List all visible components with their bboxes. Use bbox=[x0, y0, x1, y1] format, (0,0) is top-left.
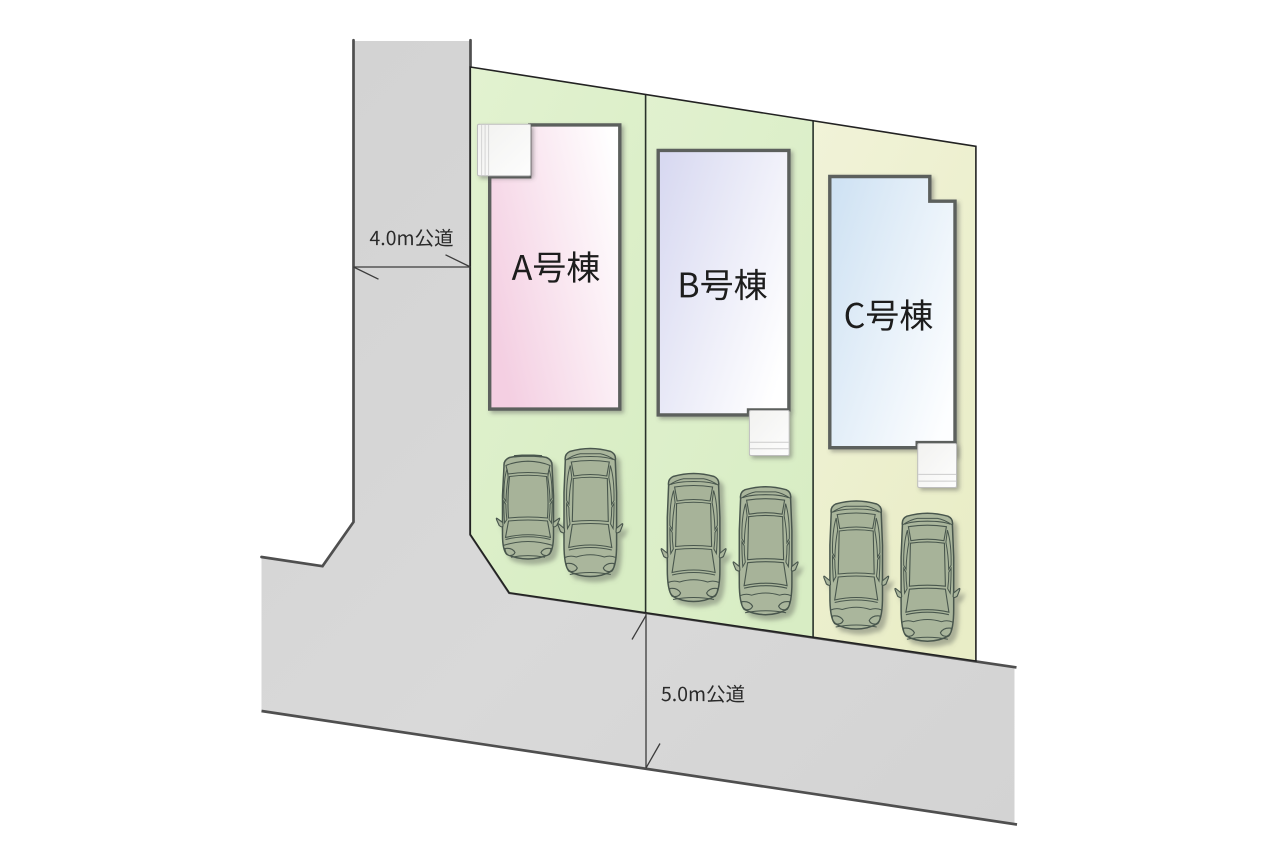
building-a-steps bbox=[477, 123, 531, 177]
car-lot-a-sedan bbox=[557, 447, 624, 578]
dimensions bbox=[353, 254, 661, 769]
road-4m-left-edge bbox=[260, 38, 355, 568]
steps-c bbox=[917, 443, 958, 488]
building-b[interactable]: B号棟 bbox=[656, 148, 791, 417]
car-lot-b-sedan-1 bbox=[660, 472, 727, 603]
dim-5m-tick-top bbox=[631, 615, 647, 640]
site-boundary bbox=[469, 66, 977, 662]
building-c[interactable]: C号棟 bbox=[828, 174, 957, 457]
dim-4m-tick-right bbox=[445, 254, 471, 268]
road-5m-bottom-edge bbox=[261, 709, 1018, 826]
building-c-steps bbox=[917, 443, 958, 488]
steps-b bbox=[748, 410, 790, 456]
dim-4m-tick-left bbox=[353, 266, 379, 280]
car-lot-a-compact bbox=[495, 454, 561, 561]
dim-5m-tick-bottom bbox=[645, 743, 661, 769]
car-lot-c-sedan-1 bbox=[822, 500, 890, 630]
car-lot-b-sedan-2 bbox=[732, 485, 799, 616]
car-lot-c-sedan-2 bbox=[894, 512, 961, 642]
building-b-steps bbox=[748, 410, 790, 456]
steps-a bbox=[477, 123, 531, 177]
